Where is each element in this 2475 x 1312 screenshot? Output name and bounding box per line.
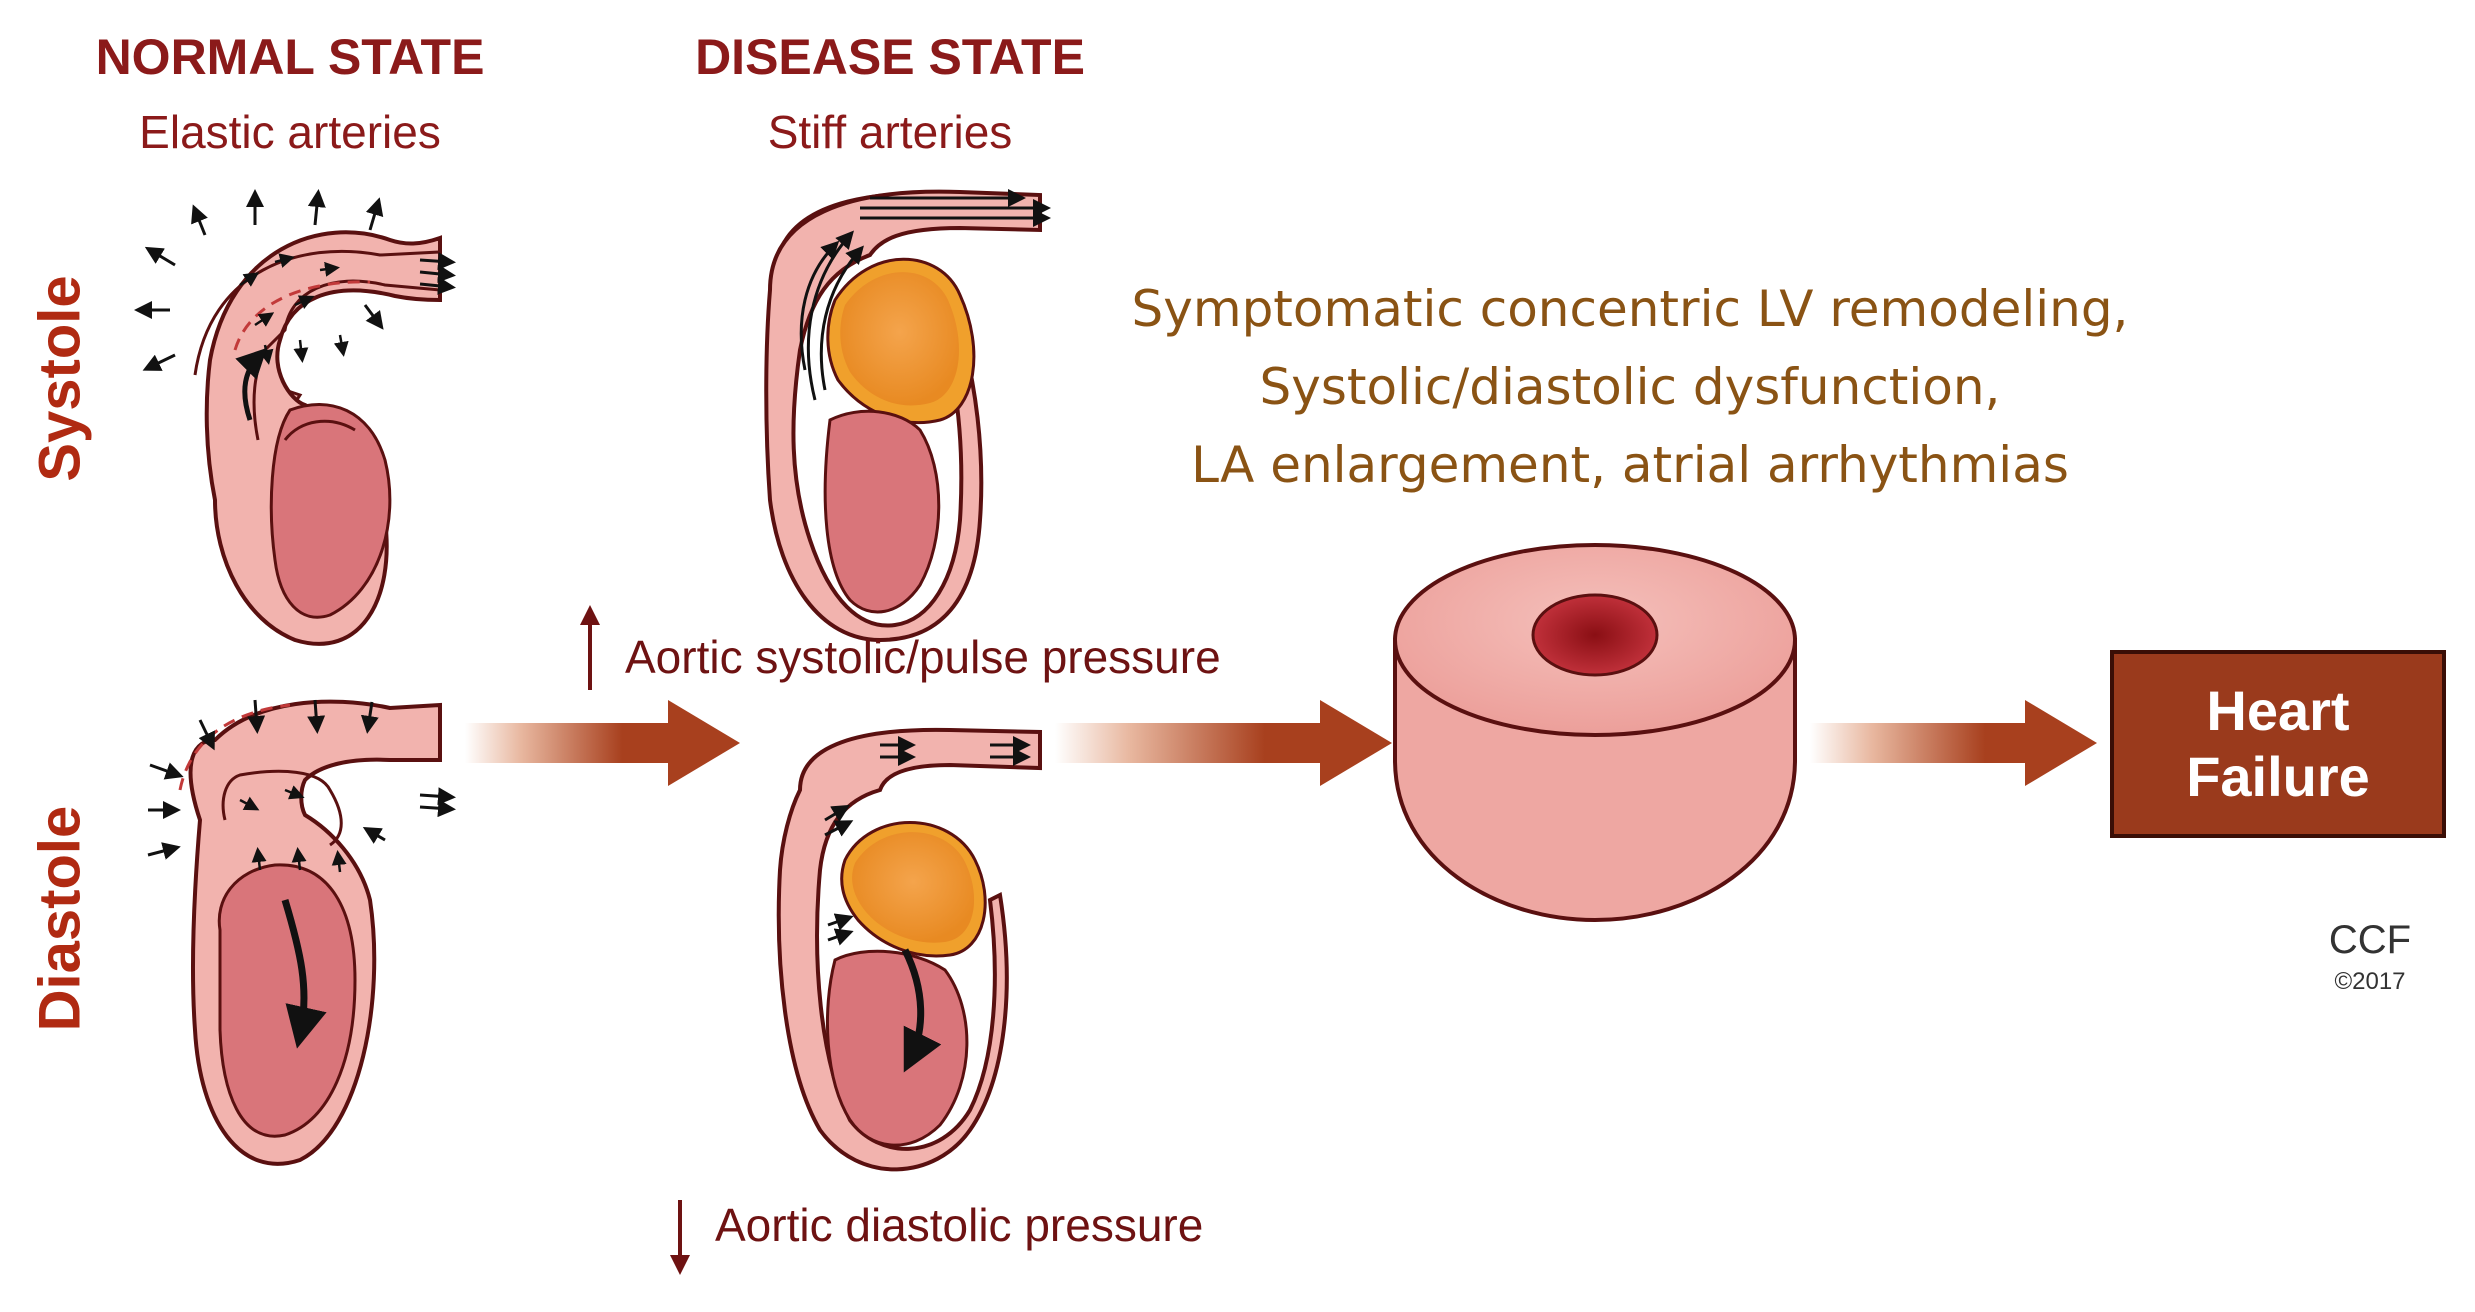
diastole-label: Diastole: [27, 805, 93, 1032]
heart-failure-line-1: Heart: [2206, 679, 2350, 742]
flow-arrow-2: [1055, 700, 1392, 786]
systole-label: Systole: [27, 275, 93, 482]
normal-state-subtitle: Elastic arteries: [139, 106, 441, 158]
normal-systole-heart: [134, 189, 456, 646]
systolic-pressure-label: Aortic systolic/pulse pressure: [625, 631, 1221, 683]
remodeling-line-3: LA enlargement, atrial arrhythmias: [1191, 436, 2069, 494]
credit-year: ©2017: [2334, 968, 2406, 995]
remodeling-line-1: Symptomatic concentric LV remodeling,: [1131, 280, 2129, 338]
heart-failure-box: Heart Failure: [2110, 650, 2446, 838]
lv-cylinder: [1393, 543, 1797, 923]
pressure-arrows: [580, 605, 690, 1275]
disease-diastole-heart: [776, 727, 1042, 1172]
disease-state-title: DISEASE STATE: [695, 29, 1085, 85]
flow-arrow-1: [465, 700, 740, 786]
disease-systole-heart: [764, 189, 1051, 643]
remodeling-line-2: Systolic/diastolic dysfunction,: [1259, 358, 2001, 416]
heart-failure-line-2: Failure: [2186, 745, 2370, 808]
flow-arrow-3: [1810, 700, 2097, 786]
diastolic-pressure-label: Aortic diastolic pressure: [715, 1199, 1204, 1251]
disease-state-subtitle: Stiff arteries: [767, 106, 1013, 158]
credit-name: CCF: [2328, 918, 2412, 962]
normal-diastole-heart: [147, 699, 456, 1166]
remodeling-description: Symptomatic concentric LV remodeling, Sy…: [1060, 270, 2200, 504]
normal-state-title: NORMAL STATE: [95, 29, 485, 85]
